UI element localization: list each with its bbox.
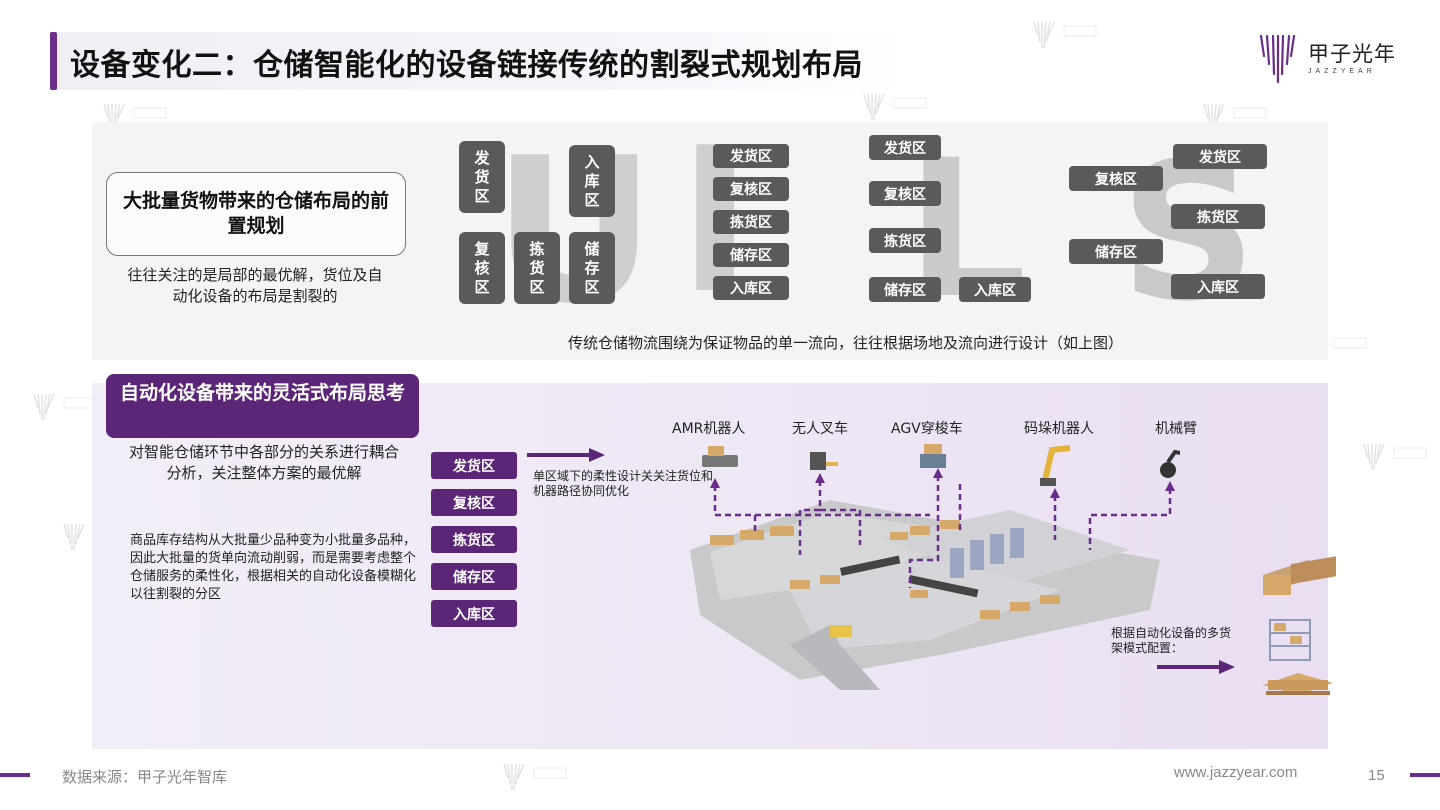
- inventory-structure-text: 商品库存结构从大批量少品种变为小批量多品种，因此大批量的货单向流动削弱，而是需要…: [130, 533, 417, 602]
- arrow-right-icon: [527, 448, 605, 462]
- forklift-icon: [810, 452, 838, 470]
- shelf-types-illustration: [1263, 556, 1336, 695]
- flexible-layout-description: 对智能仓储环节中各部分的关系进行耦合分析，关注整体方案的最优解: [128, 443, 399, 482]
- flex-zone-storage: 储存区: [431, 563, 517, 590]
- equipment-label-palletizer: 码垛机器人: [1024, 421, 1094, 437]
- s-zone-inbound: 入库区: [1171, 274, 1265, 299]
- traditional-planning-title: 大批量货物带来的仓储布局的前置规划: [122, 190, 389, 237]
- footer-accent-left: [0, 773, 30, 777]
- pallet-rack-icon: [1263, 556, 1336, 595]
- warehouse-floor-illustration: [690, 444, 1180, 690]
- s-zone-review: 复核区: [1069, 166, 1163, 191]
- i-zone-review: 复核区: [713, 177, 789, 201]
- equipment-label-forklift: 无人叉车: [792, 421, 848, 437]
- l-zone-shipping: 发货区: [869, 135, 941, 160]
- equipment-label-amr: AMR机器人: [672, 421, 746, 437]
- i-zone-inbound: 入库区: [713, 276, 789, 300]
- l-zone-review: 复核区: [869, 181, 941, 206]
- storage-rack-icon: [1269, 619, 1311, 661]
- i-zone-shipping: 发货区: [713, 144, 789, 168]
- u-zone-inbound: 入库区: [569, 145, 615, 217]
- page-title: 设备变化二：仓储智能化的设备链接传统的割裂式规划布局: [70, 48, 863, 83]
- single-zone-flex-note: 单区域下的柔性设计关关注货位和机器路径协同优化: [533, 469, 714, 498]
- traditional-planning-box: 大批量货物带来的仓储布局的前置规划: [106, 172, 406, 256]
- amr-robot-icon: [702, 446, 738, 467]
- l-zone-storage: 储存区: [869, 277, 941, 302]
- i-zone-picking: 拣货区: [713, 210, 789, 234]
- flexible-layout-header: 自动化设备带来的灵活式布局思考: [106, 374, 419, 438]
- flex-zone-picking: 拣货区: [431, 526, 517, 553]
- logo-text-cn: 甲子光年: [1308, 42, 1396, 66]
- logo-text-en: JAZZYEAR: [1308, 68, 1376, 75]
- agv-shuttle-icon: [920, 444, 946, 468]
- u-zone-review: 复核区: [459, 232, 505, 304]
- watermark-logo-icon: [1363, 443, 1427, 471]
- l-zone-inbound: 入库区: [959, 277, 1031, 302]
- pallet-stack-icon: [1263, 673, 1333, 695]
- s-zone-storage: 储存区: [1069, 239, 1163, 264]
- footer-accent-right: [1410, 773, 1440, 777]
- website-url: www.jazzyear.com: [1174, 764, 1298, 781]
- title-accent-bar: [50, 32, 57, 90]
- page-number: 15: [1368, 767, 1385, 784]
- arrow-right-icon: [1157, 660, 1235, 674]
- title-bar: [50, 32, 910, 90]
- palletizer-robot-icon: [1040, 445, 1071, 486]
- traditional-planning-description: 往往关注的是局部的最优解，货位及自动化设备的布局是割裂的: [127, 266, 383, 305]
- u-zone-storage: 储存区: [569, 232, 615, 304]
- s-zone-picking: 拣货区: [1171, 204, 1265, 229]
- s-zone-shipping: 发货区: [1173, 144, 1267, 169]
- watermark-logo-icon: [33, 393, 97, 421]
- multi-shelf-config-note: 根据自动化设备的多货架模式配置：: [1111, 626, 1232, 655]
- watermark-logo-icon: [503, 763, 567, 791]
- robot-arm-icon: [1160, 449, 1180, 478]
- flex-zone-shipping: 发货区: [431, 452, 517, 479]
- equipment-label-agv: AGV穿梭车: [891, 421, 963, 437]
- logo-mark-icon: [1259, 34, 1296, 84]
- brand-logo: 甲子光年 JAZZYEAR: [1258, 34, 1398, 84]
- l-zone-picking: 拣货区: [869, 228, 941, 253]
- u-zone-picking: 拣货区: [514, 232, 560, 304]
- i-zone-storage: 储存区: [713, 243, 789, 267]
- equipment-label-robot-arm: 机械臂: [1155, 421, 1197, 437]
- u-zone-shipping: 发货区: [459, 141, 505, 213]
- flex-zone-inbound: 入库区: [431, 600, 517, 627]
- watermark-logo-icon: [1033, 21, 1097, 49]
- flex-zone-review: 复核区: [431, 489, 517, 516]
- traditional-layout-caption: 传统仓储物流围绕为保证物品的单一流向，往往根据场地及流向进行设计（如上图）: [568, 334, 1124, 352]
- watermark-logo-icon: [863, 93, 927, 121]
- data-source: 数据来源：甲子光年智库: [62, 768, 228, 786]
